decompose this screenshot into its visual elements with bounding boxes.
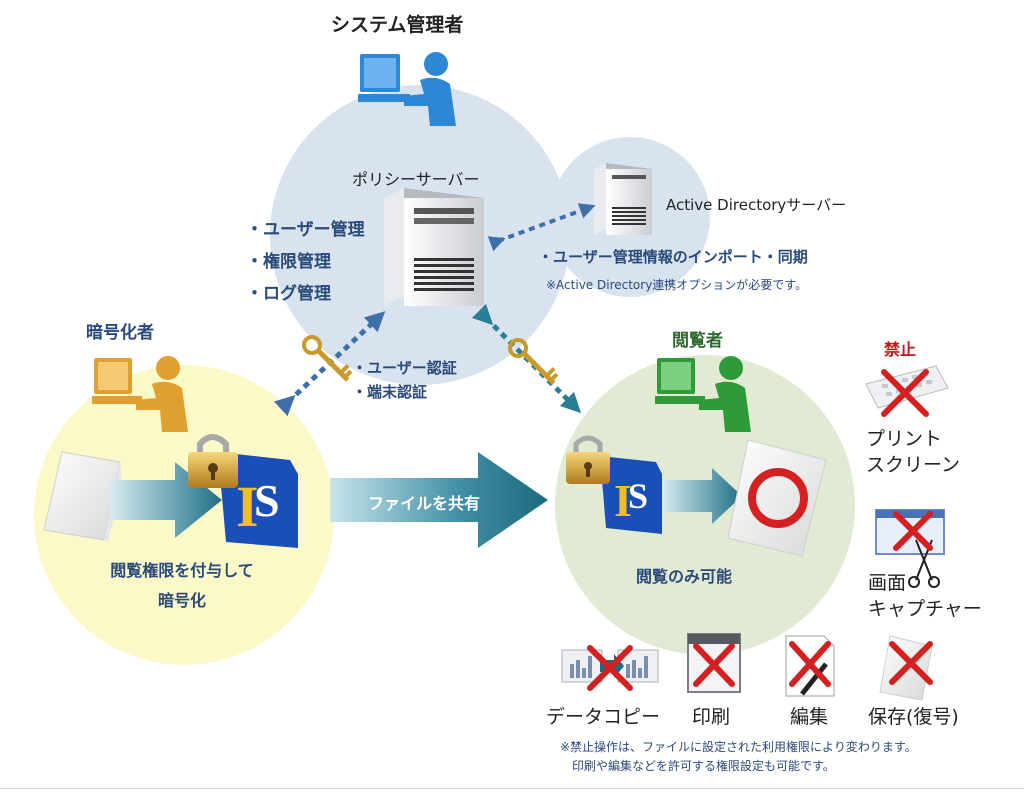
share-arrow-label: ファイルを共有 <box>368 494 481 513</box>
view-document-icon <box>727 439 827 557</box>
lock-icon-left <box>188 434 238 488</box>
viewer-caption: 閲覧のみ可能 <box>636 567 733 586</box>
ad-sync-label: ・ユーザー管理情報のインポート・同期 <box>538 248 808 266</box>
ad-server-title: Active Directoryサーバー <box>666 196 847 214</box>
lock-icon-right <box>566 435 610 484</box>
viewer-title: 閲覧者 <box>672 331 723 351</box>
key-icon-left <box>302 335 353 382</box>
encryptor-title: 暗号化者 <box>86 323 154 343</box>
footnote-line2: 印刷や編集などを許可する権限設定も可能です。 <box>572 759 835 773</box>
encryptor-caption-line1: 閲覧権限を付与して <box>110 561 254 580</box>
encryptor-auth-arrow <box>273 311 386 417</box>
svg-text:I: I <box>236 474 259 539</box>
capture-prohibit-x-icon <box>893 511 933 551</box>
edit-label: 編集 <box>790 706 829 728</box>
save-label: 保存(復号) <box>868 706 959 728</box>
function-log-management: ・ログ管理 <box>246 284 331 304</box>
policy-functions-list: ・ユーザー管理 ・権限管理 ・ログ管理 <box>246 214 365 310</box>
encryptor-person-icon <box>92 356 188 432</box>
allowed-circle-icon <box>748 468 808 528</box>
ad-option-note: ※Active Directory連携オプションが必要です。 <box>546 278 808 292</box>
admin-title: システム管理者 <box>331 14 464 36</box>
policy-server-title: ポリシーサーバー <box>352 170 480 189</box>
print-label: 印刷 <box>692 706 731 728</box>
ad-sync-arrow <box>487 203 596 252</box>
auth-list: ・ユーザー認証 ・端末認証 <box>352 356 457 404</box>
print-screen-label-line1: プリント <box>866 428 943 450</box>
prohibited-header: 禁止 <box>884 340 917 359</box>
footnote: ※禁止操作は、ファイルに設定された利用権限により変わります。 印刷や編集などを許… <box>560 738 917 776</box>
copy-prohibit-x-icon <box>587 645 633 691</box>
screen-capture-label-line2: キャプチャー <box>868 598 982 620</box>
ts-file-icon-right: I S <box>600 456 662 534</box>
ad-server-icon <box>594 163 652 235</box>
screen-capture-label-line1: 画面 <box>868 572 907 594</box>
auth-terminal: ・端末認証 <box>352 383 428 401</box>
svg-text:S: S <box>628 476 648 516</box>
print-prohibit-x-icon <box>693 643 735 687</box>
footnote-line1: ※禁止操作は、ファイルに設定された利用権限により変わります。 <box>560 740 917 754</box>
function-permission-management: ・権限管理 <box>246 252 331 272</box>
share-arrow <box>330 452 548 548</box>
viewer-person-icon <box>655 356 751 432</box>
edit-prohibit-x-icon <box>789 641 831 687</box>
key-icon-right <box>508 338 559 385</box>
save-prohibit-x-icon <box>889 641 933 685</box>
svg-text:I: I <box>614 475 632 526</box>
view-arrow <box>662 468 742 524</box>
viewer-auth-arrow <box>471 303 582 414</box>
bottom-divider <box>0 788 1024 789</box>
encryptor-caption-line2: 暗号化 <box>157 591 206 610</box>
admin-person-icon <box>358 52 456 126</box>
print-screen-label: プリント スクリーン <box>866 426 960 478</box>
print-screen-label-line2: スクリーン <box>866 454 961 476</box>
auth-user: ・ユーザー認証 <box>352 359 457 377</box>
encryptor-caption: 閲覧権限を付与して 暗号化 <box>84 556 280 616</box>
function-user-management: ・ユーザー管理 <box>246 220 365 240</box>
data-copy-label: データコピー <box>546 706 661 728</box>
screen-capture-label: 画面 キャプチャー <box>868 570 982 622</box>
policy-server-icon <box>384 188 484 306</box>
svg-text:S: S <box>254 475 280 526</box>
printscreen-prohibit-x-icon <box>881 369 929 417</box>
